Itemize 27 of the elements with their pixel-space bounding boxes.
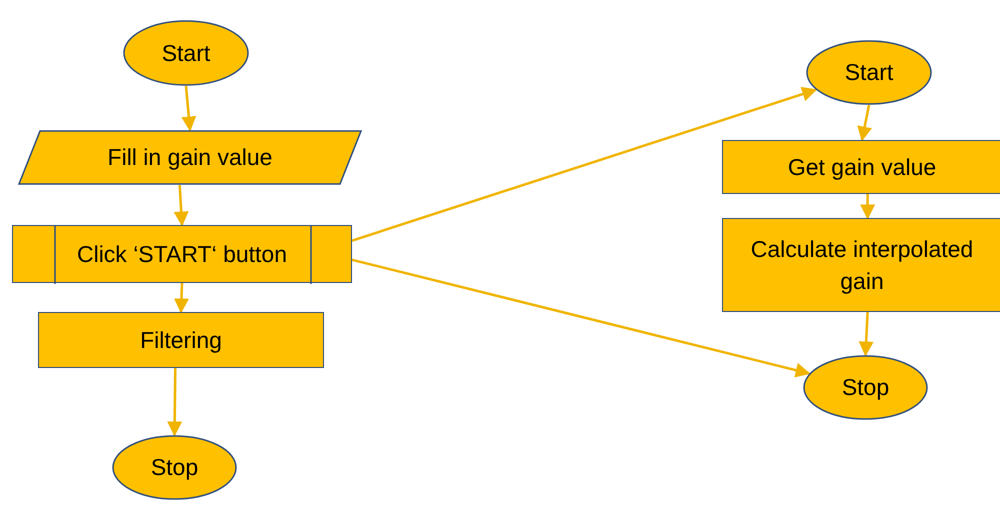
arrow <box>857 104 872 142</box>
arrow <box>174 184 189 226</box>
arrow <box>167 368 182 436</box>
node-label: Stop <box>150 453 200 482</box>
arrow <box>352 258 811 378</box>
node-label: Click ‘START‘ button <box>76 240 288 269</box>
arrow <box>860 194 876 220</box>
terminal-ellipse <box>112 435 237 500</box>
terminal-ellipse <box>803 355 928 420</box>
terminal-ellipse <box>806 40 932 105</box>
node-label: Stop <box>840 373 890 402</box>
node-label: Filtering <box>139 326 223 355</box>
node-label: Start <box>844 58 894 88</box>
arrow <box>174 282 189 314</box>
input-parallelogram <box>18 130 362 185</box>
node-label: Get gain value <box>786 152 938 182</box>
node-label: Calculate interpolated gain <box>750 234 974 296</box>
process-box <box>722 218 1000 312</box>
arrow <box>352 86 818 242</box>
process-box <box>38 312 324 368</box>
predefined-process-box <box>12 225 352 283</box>
arrow <box>858 312 874 356</box>
terminal-ellipse <box>123 20 249 86</box>
arrow <box>181 86 196 132</box>
process-box <box>722 140 1000 194</box>
node-label: Start <box>160 38 212 68</box>
node-label: Fill in gain value <box>106 143 274 172</box>
